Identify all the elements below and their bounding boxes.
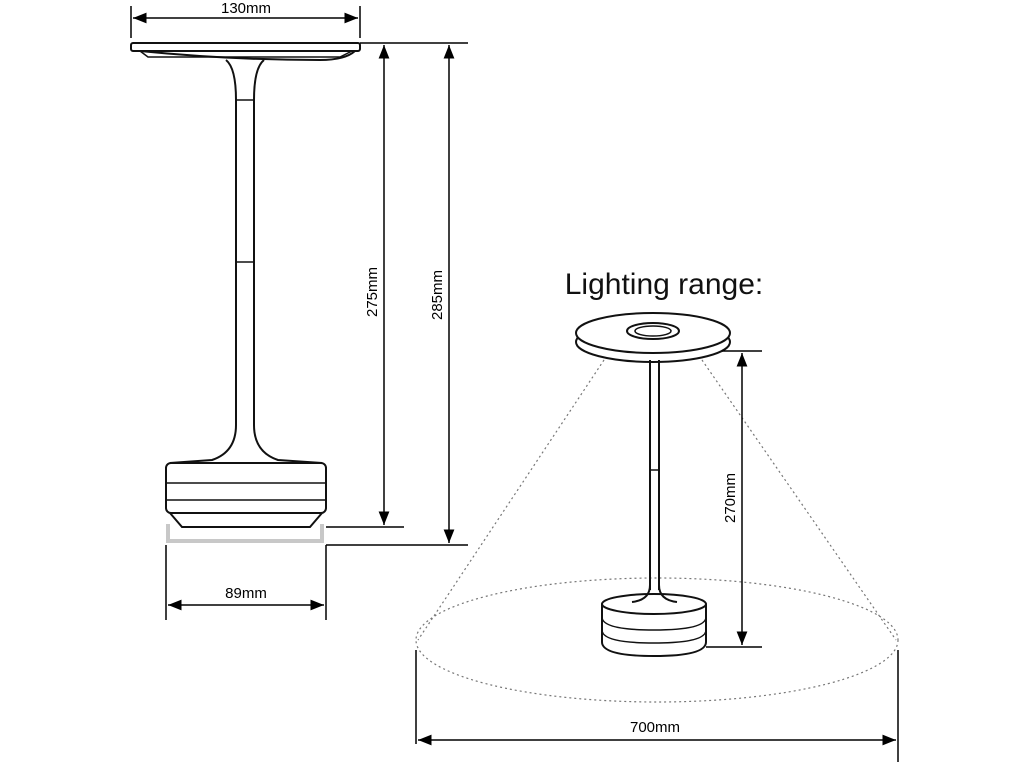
dim-height-285-label: 285mm: [429, 270, 446, 320]
lighting-range-title: Lighting range:: [565, 268, 764, 301]
perspective-shade-top: [575, 312, 731, 354]
lamp-top-disc: [130, 42, 361, 52]
dim-light-width: 700mm: [415, 650, 899, 762]
dim-light-width-label: 700mm: [630, 719, 680, 736]
light-ellipse: [415, 577, 899, 703]
dim-height-275-label: 275mm: [364, 267, 381, 317]
lamp-top-underside: [139, 50, 356, 62]
perspective-lamp: [575, 312, 731, 658]
perspective-led-ring: [626, 322, 680, 340]
dim-top-width: 130mm: [130, 0, 361, 38]
lamp-flare: [169, 424, 323, 464]
lamp-base: [165, 462, 327, 514]
lamp-neck: [225, 59, 265, 101]
dim-height-285: 285mm: [326, 42, 468, 546]
dim-top-width-label: 130mm: [221, 0, 271, 17]
dim-base-width: 89mm: [165, 545, 327, 620]
dim-light-height-label: 270mm: [722, 473, 739, 523]
dim-light-height: 270mm: [706, 350, 762, 648]
dim-base-width-label: 89mm: [225, 585, 267, 602]
lamp-base-foot: [169, 512, 323, 528]
light-cone: [415, 359, 899, 703]
dim-height-275: 275mm: [326, 42, 404, 528]
side-view-lamp: [130, 42, 361, 528]
lamp-base-plate: [166, 524, 324, 543]
